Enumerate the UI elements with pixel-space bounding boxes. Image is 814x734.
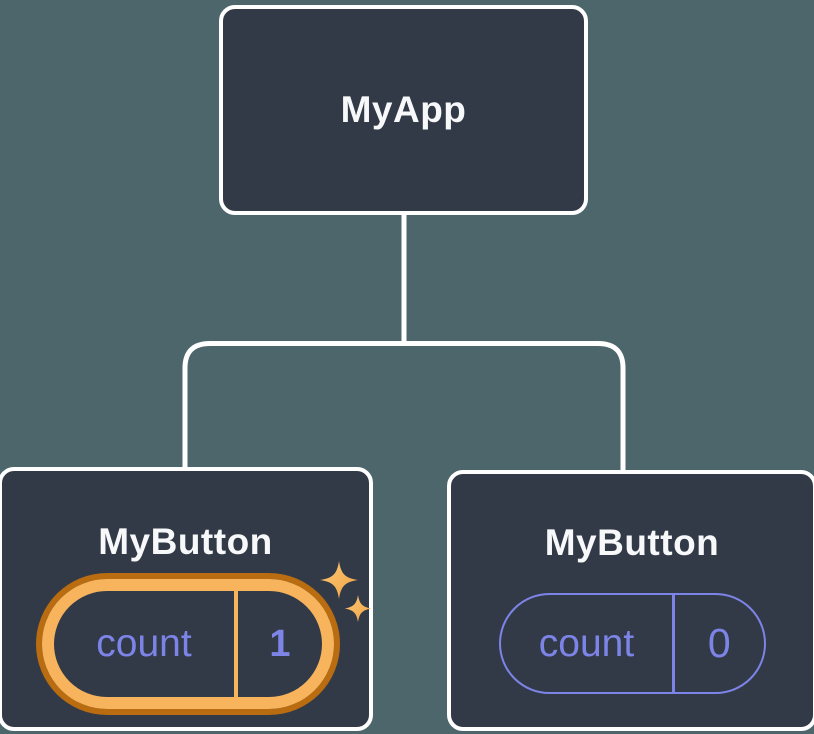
node-mybutton-right-label: MyButton [544,522,720,563]
connector-branches [182,341,626,472]
state-pill-highlighted: count 1 [42,579,334,709]
state-label: count [96,622,192,665]
node-mybutton-right: MyButton count 0 [447,470,814,731]
pill-divider [672,595,675,692]
state-pill-plain: count 0 [499,593,766,694]
node-mybutton-left-label: MyButton [98,521,273,562]
node-mybutton-left: MyButton count 1 [0,467,373,731]
pill-divider [234,591,238,697]
node-myapp-label: MyApp [340,89,467,130]
state-value: 0 [707,620,731,666]
state-label: count [538,621,635,665]
node-myapp: MyApp [219,5,588,215]
state-value: 1 [269,622,291,665]
